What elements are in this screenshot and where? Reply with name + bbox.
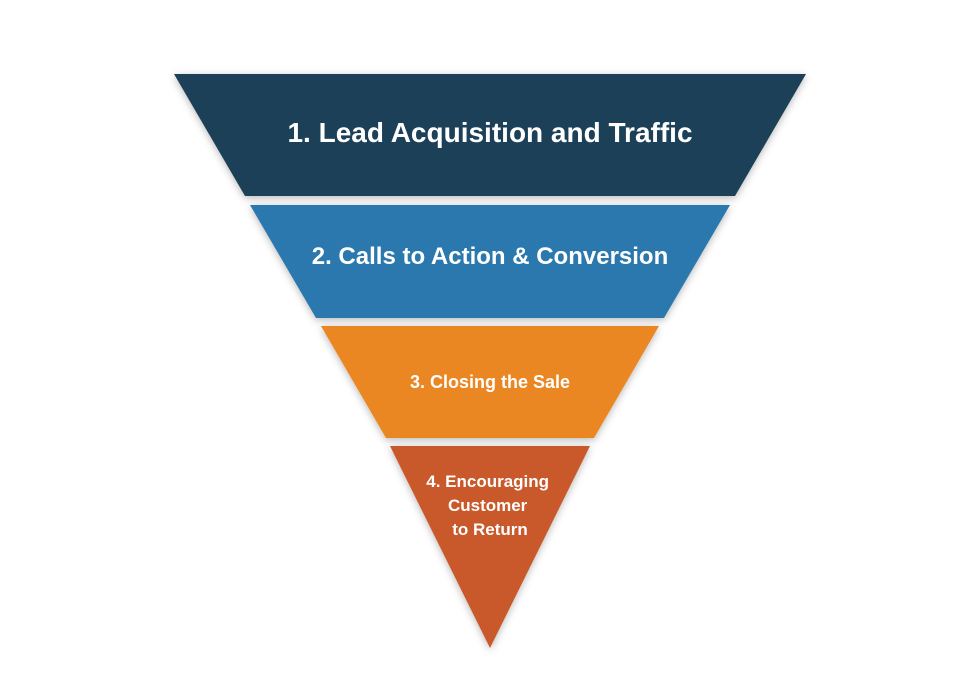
stage-1-label: 1. Lead Acquisition and Traffic [287, 117, 692, 148]
stage-3-band [321, 326, 659, 438]
funnel-body [174, 74, 806, 648]
stage-4-band [390, 446, 590, 648]
stage-1-band [174, 74, 806, 196]
stage-3-label: 3. Closing the Sale [410, 372, 570, 392]
stage-2-label: 2. Calls to Action & Conversion [312, 243, 669, 270]
stage-2-band [250, 205, 730, 318]
stage-4-label: 4. Encouraging Customer to Return [426, 472, 554, 539]
